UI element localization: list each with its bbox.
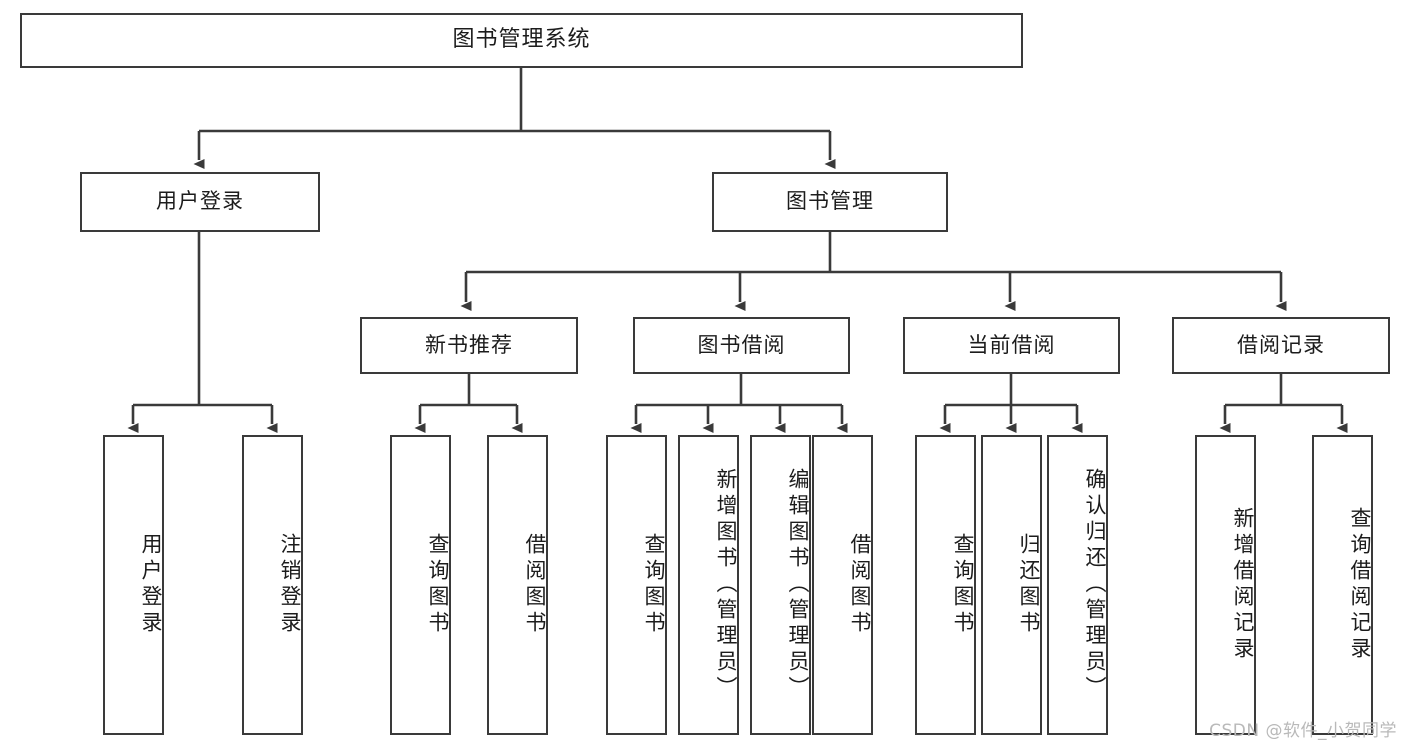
node-label: 图书管理 — [786, 189, 874, 214]
leaf-query-book-3[interactable]: 查询图书 — [915, 435, 976, 735]
leaf-confirm-return-admin[interactable]: 确认归还（管理员） — [1047, 435, 1108, 735]
watermark-text: CSDN @软件_小贺同学 — [1209, 721, 1397, 741]
node-label: 借阅记录 — [1237, 332, 1325, 357]
leaf-logout-login[interactable]: 注销登录 — [242, 435, 303, 735]
node-label: 查询图书 — [642, 533, 666, 637]
node-label: 用户登录 — [156, 189, 244, 214]
node-book-management[interactable]: 图书管理 — [712, 172, 948, 232]
leaf-query-book-1[interactable]: 查询图书 — [390, 435, 451, 735]
node-label: 新增借阅记录 — [1231, 507, 1255, 663]
node-label: 查询借阅记录 — [1348, 507, 1372, 663]
node-book-borrow[interactable]: 图书借阅 — [633, 317, 850, 374]
node-label: 用户登录 — [139, 533, 163, 637]
node-label: 查询图书 — [426, 533, 450, 637]
leaf-add-borrow-record[interactable]: 新增借阅记录 — [1195, 435, 1256, 735]
leaf-return-book[interactable]: 归还图书 — [981, 435, 1042, 735]
node-label: 编辑图书（管理员） — [786, 468, 810, 702]
node-label: 图书管理系统 — [452, 27, 591, 53]
leaf-query-book-2[interactable]: 查询图书 — [606, 435, 667, 735]
leaf-borrow-book-2[interactable]: 借阅图书 — [812, 435, 873, 735]
node-new-book-recommend[interactable]: 新书推荐 — [360, 317, 578, 374]
node-label: 借阅图书 — [523, 533, 547, 637]
node-root-book-management-system[interactable]: 图书管理系统 — [20, 13, 1023, 68]
node-label: 新书推荐 — [425, 332, 513, 357]
node-label: 新增图书（管理员） — [714, 468, 738, 702]
node-label: 归还图书 — [1017, 533, 1041, 637]
node-label: 注销登录 — [278, 533, 302, 637]
node-label: 图书借阅 — [697, 332, 786, 357]
node-label: 当前借阅 — [967, 332, 1056, 357]
leaf-borrow-book-1[interactable]: 借阅图书 — [487, 435, 548, 735]
node-user-login[interactable]: 用户登录 — [80, 172, 320, 232]
node-label: 借阅图书 — [848, 533, 872, 637]
leaf-add-book-admin[interactable]: 新增图书（管理员） — [678, 435, 739, 735]
node-label: 查询图书 — [951, 533, 975, 637]
leaf-edit-book-admin[interactable]: 编辑图书（管理员） — [750, 435, 811, 735]
node-borrow-record[interactable]: 借阅记录 — [1172, 317, 1390, 374]
leaf-user-login[interactable]: 用户登录 — [103, 435, 164, 735]
node-current-borrow[interactable]: 当前借阅 — [903, 317, 1120, 374]
leaf-query-borrow-record[interactable]: 查询借阅记录 — [1312, 435, 1373, 735]
node-label: 确认归还（管理员） — [1083, 468, 1107, 702]
